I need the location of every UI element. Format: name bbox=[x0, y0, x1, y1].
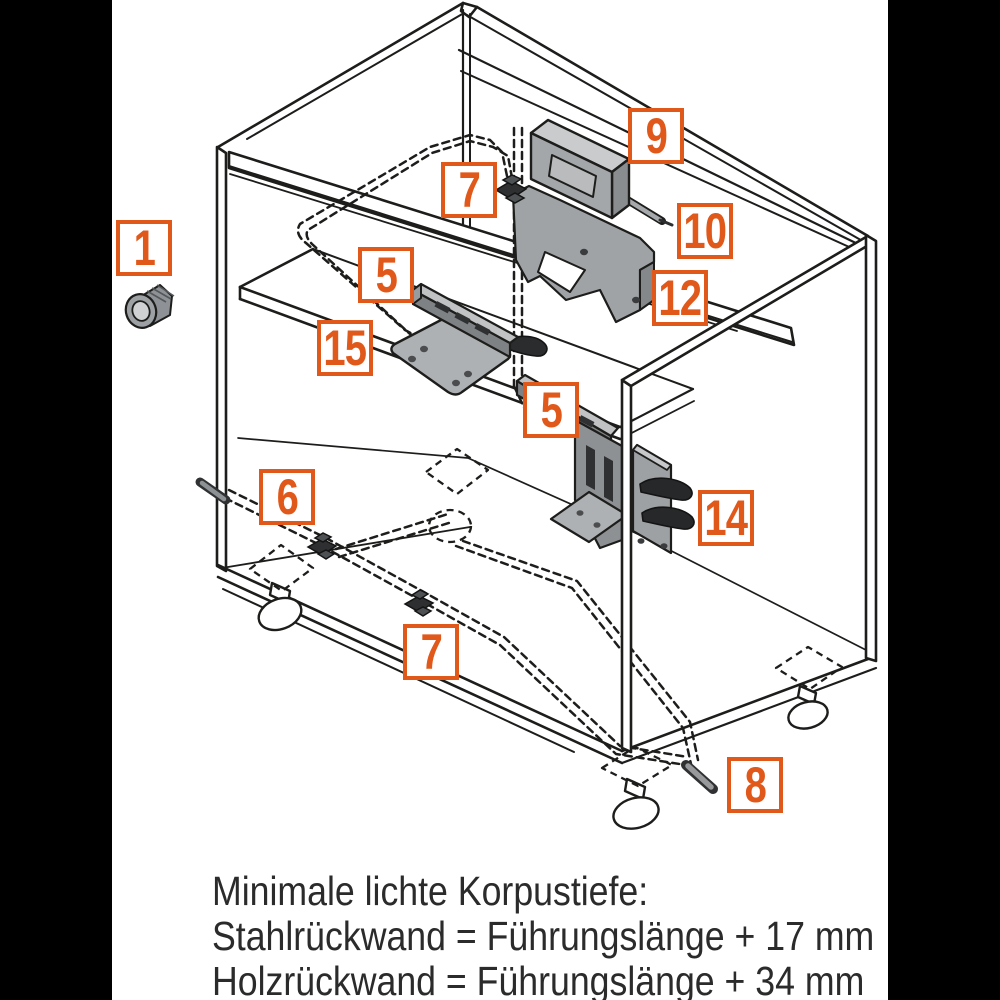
callout-9: 9 bbox=[628, 108, 684, 164]
callout-7-top-label: 7 bbox=[458, 162, 480, 218]
right-side-panel bbox=[620, 233, 878, 754]
cable-end-8 bbox=[681, 760, 718, 794]
note-line-2: Stahlrückwand = Führungslänge + 17 mm bbox=[212, 913, 875, 959]
callout-6: 6 bbox=[259, 469, 315, 525]
cable-clip-7-floor bbox=[403, 589, 435, 617]
callout-5-shelf: 5 bbox=[358, 247, 414, 303]
callout-5-shelf-label: 5 bbox=[375, 247, 397, 303]
drawer-runner-2-front bbox=[631, 443, 695, 555]
cable-route-top bbox=[296, 133, 514, 354]
callout-5-panel-label: 5 bbox=[540, 382, 562, 438]
foot-rear-right bbox=[787, 684, 829, 730]
callout-1: 1 bbox=[116, 220, 172, 276]
callout-1-label: 1 bbox=[133, 220, 155, 276]
callout-10-label: 10 bbox=[683, 203, 728, 259]
dashed-mounting-outlines bbox=[248, 447, 844, 788]
transformer-unit bbox=[529, 118, 674, 227]
callout-8: 8 bbox=[727, 757, 783, 813]
letterbox-left bbox=[0, 0, 112, 1000]
bottom-panel bbox=[216, 526, 878, 765]
callout-7-top: 7 bbox=[441, 162, 497, 218]
callout-5-panel: 5 bbox=[523, 382, 579, 438]
carrier-bracket bbox=[511, 184, 656, 324]
callout-9-label: 9 bbox=[645, 108, 667, 164]
callout-8-label: 8 bbox=[744, 757, 766, 813]
depth-notes: Minimale lichte Korpustiefe: Stahlrückwa… bbox=[212, 869, 874, 1000]
cabinet-feet bbox=[257, 581, 829, 830]
callout-14: 14 bbox=[698, 490, 754, 546]
callout-6-label: 6 bbox=[276, 469, 298, 525]
foot-front-left bbox=[257, 581, 303, 632]
cable-clip-7-top bbox=[494, 174, 528, 204]
callout-14-label: 14 bbox=[704, 490, 749, 546]
cable-end-left bbox=[195, 477, 231, 505]
foot-front-right bbox=[612, 777, 660, 830]
callout-10: 10 bbox=[677, 203, 733, 259]
callout-12: 12 bbox=[652, 270, 708, 326]
note-line-1: Minimale lichte Korpustiefe: bbox=[212, 868, 649, 914]
cable-clip-6 bbox=[306, 532, 338, 560]
callout-15: 15 bbox=[317, 320, 373, 376]
callout-12-label: 12 bbox=[658, 270, 703, 326]
grommet-part bbox=[124, 284, 175, 329]
callout-7-bottom: 7 bbox=[403, 624, 459, 680]
note-line-3: Holzrückwand = Führungslänge + 34 mm bbox=[212, 958, 865, 1000]
callout-15-label: 15 bbox=[323, 320, 368, 376]
letterbox-right bbox=[888, 0, 1000, 1000]
callout-7-bottom-label: 7 bbox=[420, 624, 442, 680]
